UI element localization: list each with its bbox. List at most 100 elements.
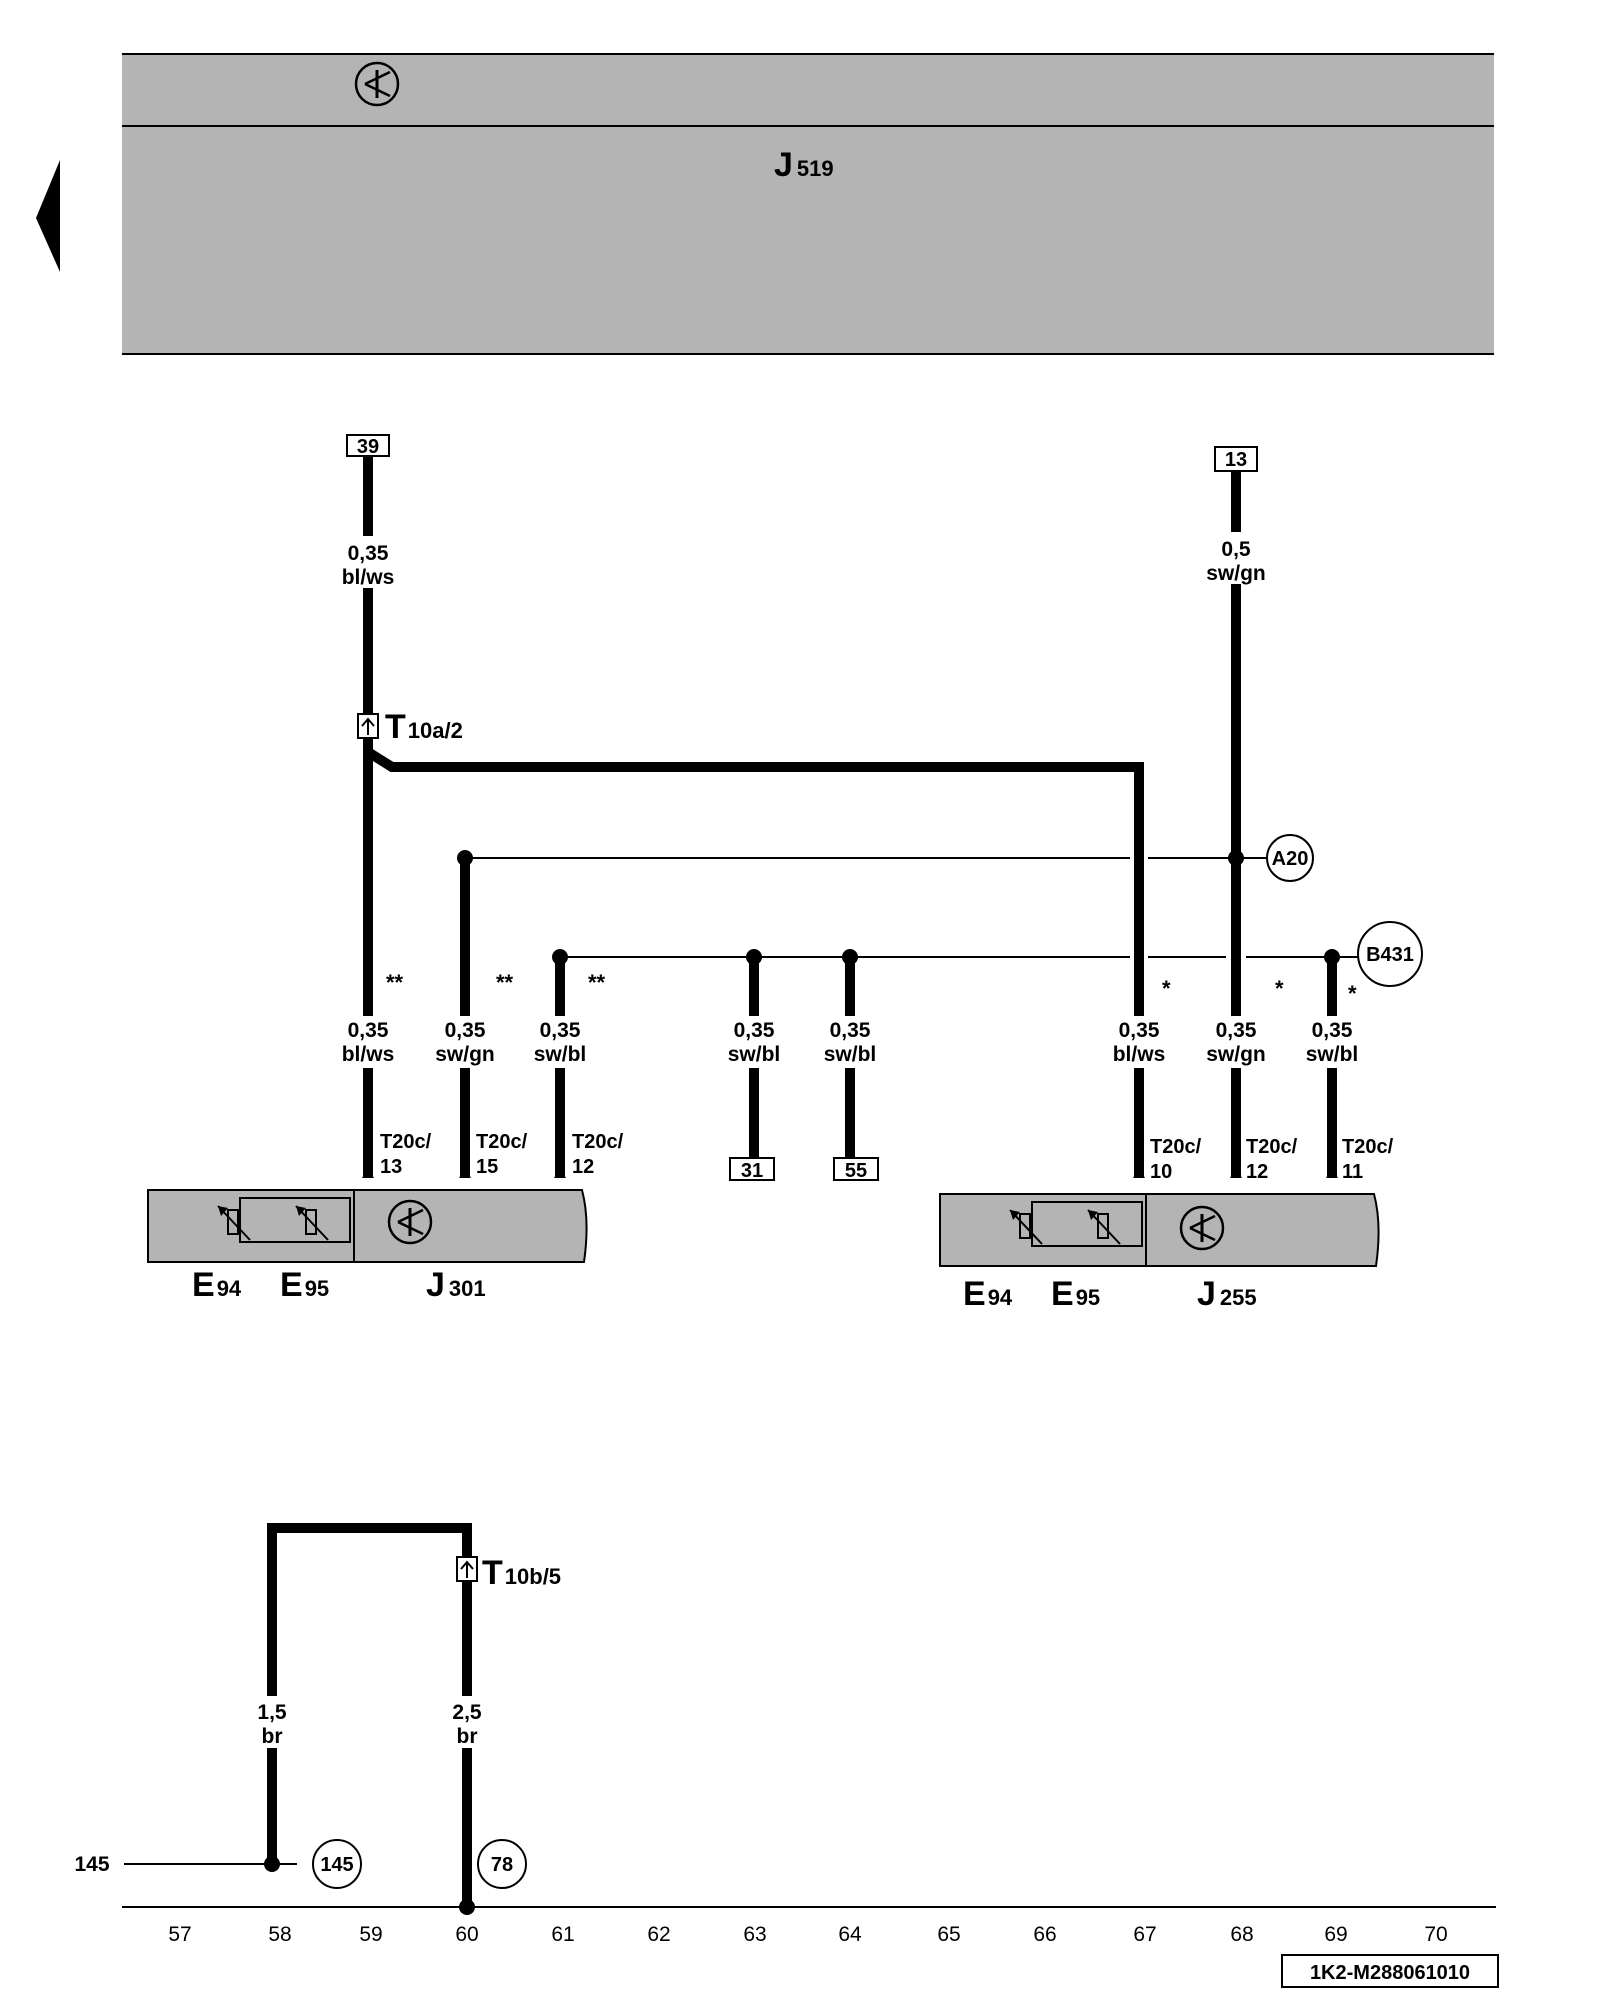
svg-text:*: * (1162, 976, 1171, 1001)
svg-text:T20c/: T20c/ (1246, 1136, 1298, 1158)
diagram-code-box: 1K2-M288061010 (1281, 1954, 1499, 1988)
connector-t10a-label: T10a/2 (385, 708, 463, 746)
svg-text:**: ** (496, 970, 514, 995)
ref-145-label: 145 (74, 1853, 109, 1876)
axis-number: 66 (1033, 1923, 1056, 1946)
fan-symbol-icon (387, 1199, 433, 1245)
wire-color: sw/gn (1206, 562, 1266, 585)
svg-text:A20: A20 (1272, 848, 1309, 870)
wire-size: 0,35 (445, 1019, 486, 1042)
axis-number: 57 (168, 1923, 191, 1946)
svg-text:12: 12 (1246, 1161, 1268, 1183)
control-unit-j255[interactable] (939, 1193, 1380, 1267)
wire-size: 0,35 (348, 1019, 389, 1042)
axis-number: 63 (743, 1923, 766, 1946)
wire-bl-ws-branch (365, 747, 1144, 1178)
axis-number: 67 (1133, 1923, 1156, 1946)
wire-size: 1,5 (257, 1701, 287, 1724)
svg-text:1K2-M288061010: 1K2-M288061010 (1310, 1962, 1470, 1984)
axis-number: 65 (937, 1923, 960, 1946)
svg-text:T20c/: T20c/ (1342, 1136, 1394, 1158)
wire-size: 0,35 (734, 1019, 775, 1042)
label-e95-left: E95 (280, 1266, 329, 1304)
wire-color: sw/gn (1206, 1043, 1266, 1066)
svg-text:13: 13 (380, 1156, 402, 1178)
label-e94-right: E94 (963, 1275, 1013, 1313)
label-e95-right: E95 (1051, 1275, 1100, 1313)
wire-color: sw/bl (728, 1043, 781, 1066)
axis-number: 59 (359, 1923, 382, 1946)
axis-number: 62 (647, 1923, 670, 1946)
svg-text:**: ** (588, 970, 606, 995)
svg-text:55: 55 (845, 1160, 867, 1182)
pin-labels: T20c/ 13 T20c/ 15 T20c/ 12 T20c/ 10 T20c… (380, 1131, 1394, 1183)
fan-symbol-icon (1179, 1205, 1225, 1251)
svg-text:78: 78 (491, 1854, 513, 1876)
wire-size: 0,35 (830, 1019, 871, 1042)
wire-size: 2,5 (452, 1701, 482, 1724)
svg-text:31: 31 (741, 1160, 763, 1182)
wire-color: br (262, 1725, 283, 1748)
wire-color: bl/ws (342, 1043, 395, 1066)
wire-color: sw/bl (534, 1043, 587, 1066)
svg-text:15: 15 (476, 1156, 498, 1178)
wire-color: br (457, 1725, 478, 1748)
svg-text:13: 13 (1225, 449, 1247, 471)
variable-resistor-icon (217, 1205, 251, 1241)
terminal-box-31[interactable]: 31 (729, 1157, 775, 1182)
ground-point-78[interactable]: 78 (477, 1839, 527, 1889)
wire-size: 0,35 (1312, 1019, 1353, 1042)
ground-point-145[interactable]: 145 (312, 1839, 362, 1889)
wire-color: sw/bl (824, 1043, 877, 1066)
wire-size: 0,35 (540, 1019, 581, 1042)
svg-text:12: 12 (572, 1156, 594, 1178)
svg-text:145: 145 (320, 1854, 353, 1876)
variable-resistor-icon (295, 1205, 329, 1241)
axis-number: 68 (1230, 1923, 1253, 1946)
wire-color: sw/bl (1306, 1043, 1359, 1066)
connector-symbol-icon (456, 1556, 478, 1582)
j519-panel (122, 54, 1494, 354)
svg-text:B431: B431 (1366, 944, 1414, 966)
wire-size: 0,5 (1221, 538, 1251, 561)
ground-point-b431[interactable]: B431 (1357, 921, 1423, 987)
svg-text:10: 10 (1150, 1161, 1172, 1183)
terminal-box-55[interactable]: 55 (833, 1157, 879, 1182)
pin-arrows (362, 1168, 1338, 1178)
svg-text:11: 11 (1342, 1161, 1363, 1183)
svg-text:T20c/: T20c/ (380, 1131, 432, 1153)
label-e94-left: E94 (192, 1266, 242, 1304)
svg-text:39: 39 (357, 436, 379, 458)
axis-number: 69 (1324, 1923, 1347, 1946)
junction-dots (264, 850, 1340, 1915)
terminal-box-13[interactable]: 13 (1214, 446, 1258, 472)
axis-number: 70 (1424, 1923, 1447, 1946)
left-arrow-icon[interactable] (36, 160, 60, 272)
svg-text:**: ** (386, 970, 404, 995)
wire-size: 0,35 (1216, 1019, 1257, 1042)
axis-number: 61 (551, 1923, 574, 1946)
axis-number: 58 (268, 1923, 291, 1946)
connector-t10b-label: T10b/5 (482, 1554, 561, 1592)
wire-color: sw/gn (435, 1043, 495, 1066)
terminal-box-39[interactable]: 39 (346, 434, 390, 458)
wire-size: 0,35 (348, 542, 389, 565)
control-unit-j301[interactable] (147, 1189, 588, 1263)
axis-number: 64 (838, 1923, 862, 1946)
wire-labels: 0,35 bl/ws 0,5 sw/gn 0,35 bl/ws 0,35 sw/… (238, 532, 1370, 1748)
svg-text:*: * (1348, 981, 1357, 1006)
connector-symbol-icon (357, 713, 379, 739)
markers: ** ** ** * * * (386, 970, 1357, 1006)
ground-point-a20[interactable]: A20 (1266, 834, 1314, 882)
variable-resistor-icon (1087, 1209, 1121, 1245)
wire-color: bl/ws (342, 566, 395, 589)
svg-text:T20c/: T20c/ (572, 1131, 624, 1153)
svg-text:T20c/: T20c/ (1150, 1136, 1202, 1158)
wire-size: 0,35 (1119, 1019, 1160, 1042)
wire-color: bl/ws (1113, 1043, 1166, 1066)
